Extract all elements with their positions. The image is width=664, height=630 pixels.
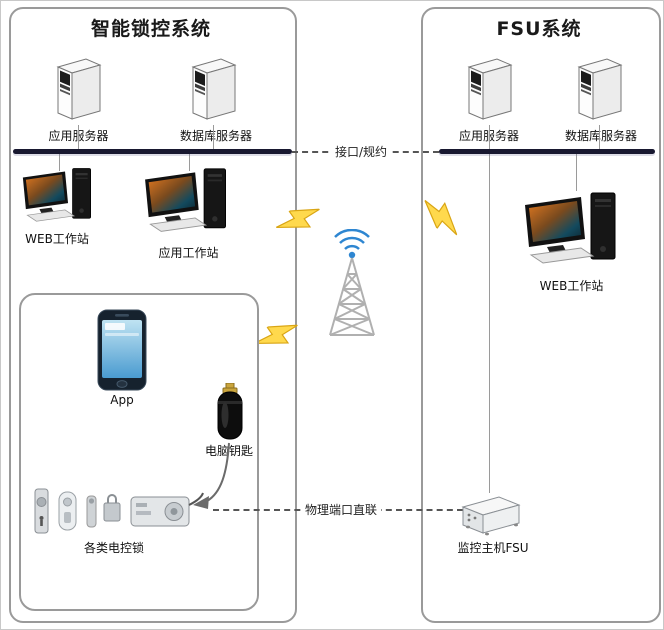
interface-link-label: 接口/规约 [331, 143, 392, 160]
left-panel-title: 智能锁控系统 [90, 18, 211, 40]
computer-key-icon [211, 383, 249, 441]
locks-label: 各类电控锁 [83, 541, 144, 555]
fsu-host-label: 监控主机FSU [457, 541, 529, 555]
workstation-icon [139, 167, 237, 243]
electric-locks-icon [33, 487, 211, 535]
connector-line [59, 154, 60, 171]
fsu-host-icon [461, 493, 521, 537]
connector-line [189, 154, 190, 171]
connector-line [489, 125, 490, 150]
workstation-label: WEB工作站 [539, 279, 604, 293]
server-label: 应用服务器 [458, 129, 519, 143]
server-tower-icon [183, 55, 243, 125]
lightning-bolt-icon [273, 196, 326, 244]
network-bus-bar [439, 149, 655, 154]
lightning-bolt-icon [416, 192, 469, 240]
server-tower-icon [569, 55, 629, 125]
server-label: 数据库服务器 [564, 129, 637, 143]
physical-link-label: 物理端口直联 [301, 501, 382, 518]
workstation-icon [523, 191, 623, 276]
server-tower-icon [459, 55, 519, 125]
radio-tower-icon [318, 229, 386, 337]
connector-line [599, 125, 600, 150]
network-bus-bar [13, 149, 292, 154]
right-panel-title: FSU系统 [496, 18, 582, 40]
curved-arrow-icon [149, 437, 239, 517]
connector-line [213, 125, 214, 150]
workstation-label: 应用工作站 [158, 246, 219, 260]
server-tower-icon [48, 55, 108, 125]
app-label: App [110, 393, 134, 407]
connector-line [78, 125, 79, 150]
workstation-label: WEB工作站 [25, 232, 89, 246]
connector-line [576, 154, 577, 191]
workstation-icon [13, 167, 105, 231]
connector-line [489, 154, 490, 493]
smartphone-icon [97, 309, 147, 391]
server-label: 数据库服务器 [179, 129, 252, 143]
